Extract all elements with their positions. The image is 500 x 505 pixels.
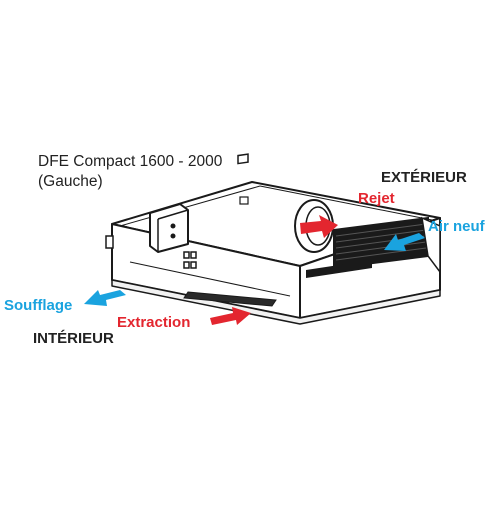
hinge-bracket <box>239 196 249 205</box>
air-neuf-grille <box>333 216 441 275</box>
air-neuf-arrow <box>384 233 425 251</box>
interior-label: INTÉRIEUR <box>33 330 114 347</box>
air-neuf-label: Air neuf <box>428 218 485 235</box>
drain-connectors <box>183 251 197 269</box>
control-box <box>149 203 189 253</box>
exterior-label: EXTÉRIEUR <box>381 169 467 186</box>
soufflage-label: Soufflage <box>4 297 73 314</box>
title-line-2: (Gauche) <box>38 173 103 190</box>
lower-opening <box>306 260 372 278</box>
mounting-bracket <box>105 235 114 249</box>
hinge-bracket <box>237 153 249 165</box>
extraction-arrow <box>210 307 251 325</box>
cable-gland <box>170 223 176 229</box>
unit-bottom-panel <box>111 279 441 325</box>
title-line-1: DFE Compact 1600 - 2000 <box>38 153 223 170</box>
rejet-label: Rejet <box>358 190 395 207</box>
rejet-arrow <box>300 215 338 238</box>
extraction-slot <box>183 291 277 307</box>
cable-gland <box>170 233 176 239</box>
extraction-label: Extraction <box>117 314 191 331</box>
soufflage-arrow <box>84 290 126 306</box>
